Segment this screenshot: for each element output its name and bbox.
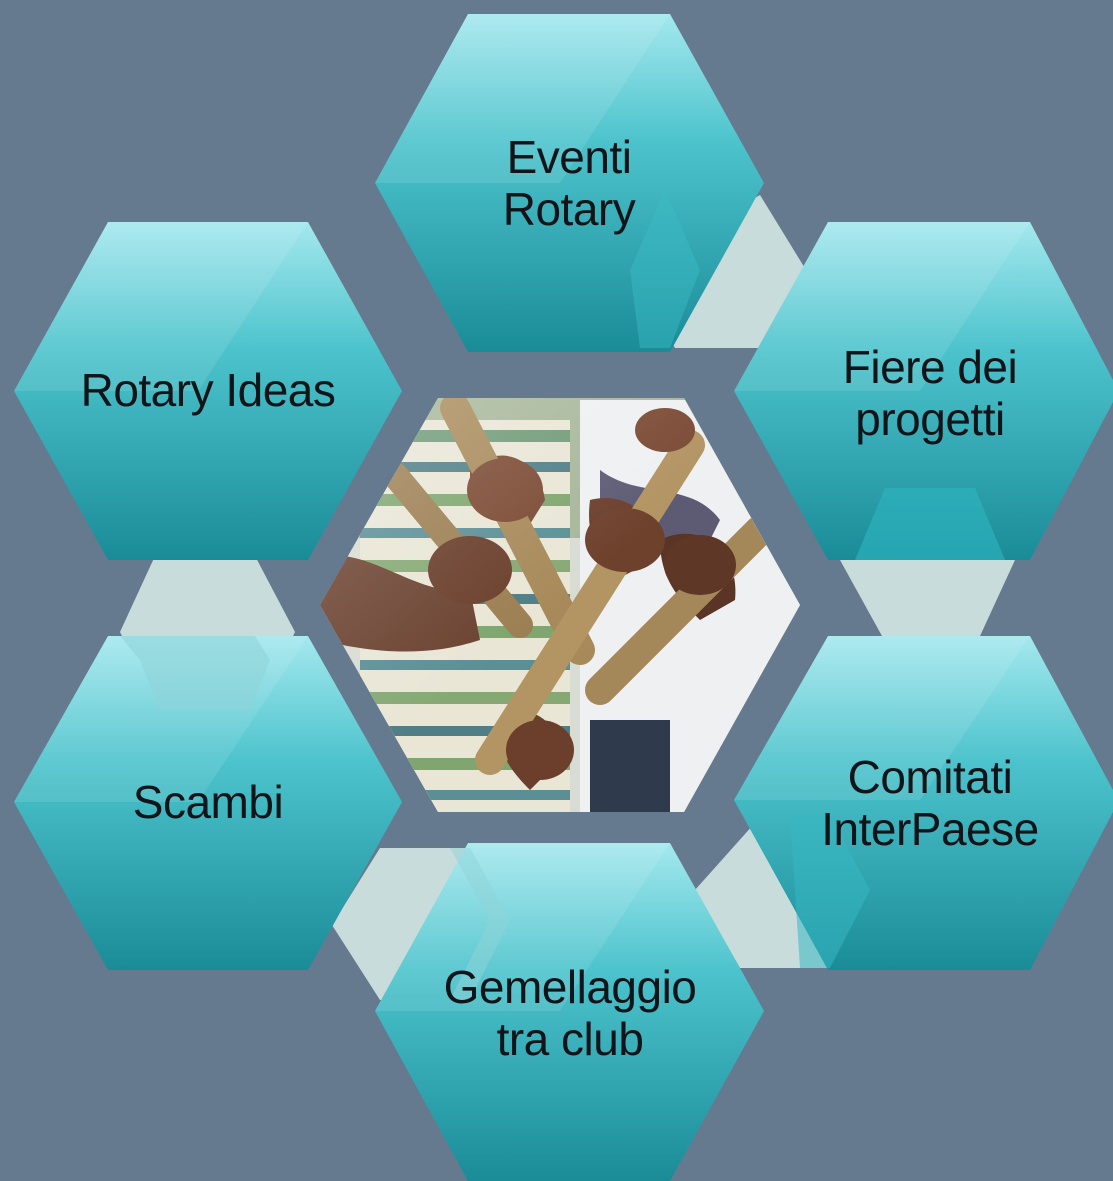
center-photo — [320, 398, 800, 812]
hexagon-rotary-ideas[interactable] — [14, 222, 402, 560]
connector-overlays — [120, 190, 1005, 1000]
hexagon-scambi[interactable] — [14, 636, 402, 970]
hexagon-gemellaggio[interactable] — [375, 843, 764, 1181]
hexagon-fiere-progetti[interactable] — [734, 222, 1113, 560]
connector-bottom-right — [695, 815, 830, 968]
hexagon-eventi-rotary[interactable] — [375, 14, 764, 352]
connector-right — [840, 560, 1015, 636]
hexagon-layer — [14, 14, 1113, 1181]
